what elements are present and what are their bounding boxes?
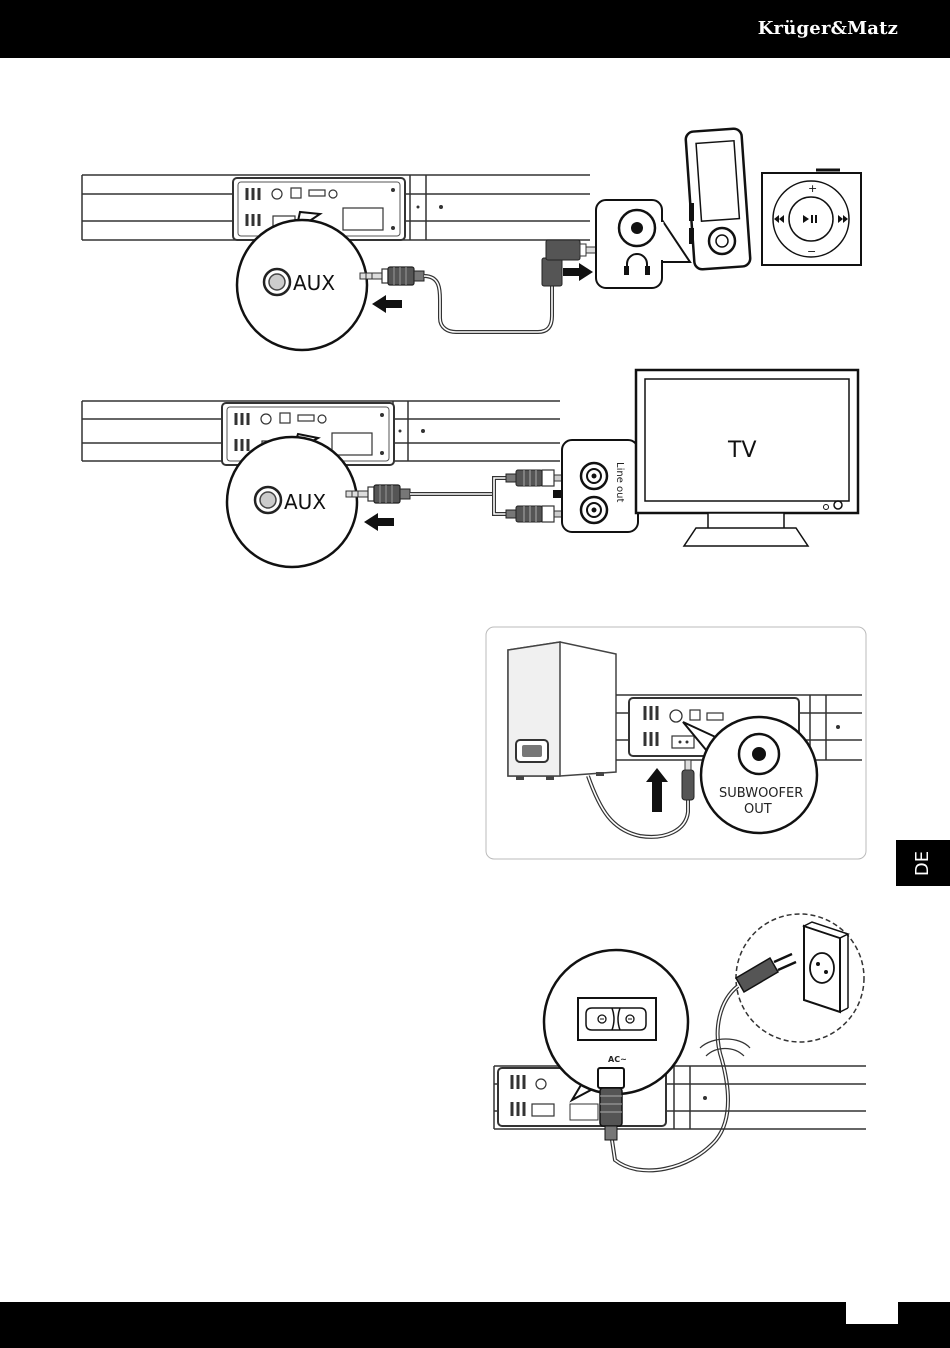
- svg-text:−: −: [807, 245, 816, 258]
- footer-bar: [0, 1302, 950, 1348]
- ac-label: AC~: [608, 1055, 627, 1064]
- page-number-box: [846, 1302, 898, 1324]
- subwoofer-out-label-1: SUBWOOFER: [719, 786, 803, 801]
- diagram-aux-player: AUX: [82, 128, 861, 350]
- diagram-aux-tv: AUX Line out: [82, 370, 858, 567]
- mp3-player-icon: [685, 128, 750, 270]
- aux-label-1: AUX: [293, 271, 335, 295]
- aux-label-2: AUX: [284, 490, 326, 514]
- subwoofer-icon: [508, 642, 616, 780]
- diagram-subwoofer: SUBWOOFER OUT: [486, 627, 866, 859]
- subwoofer-out-label-2: OUT: [744, 802, 772, 817]
- diagram-ac-power: AC~: [494, 914, 866, 1170]
- language-tab-label: DE: [896, 840, 950, 886]
- svg-text:+: +: [808, 182, 817, 195]
- music-player-icon: + −: [762, 170, 861, 265]
- tv-label: TV: [727, 438, 757, 463]
- line-out-label: Line out: [614, 462, 625, 502]
